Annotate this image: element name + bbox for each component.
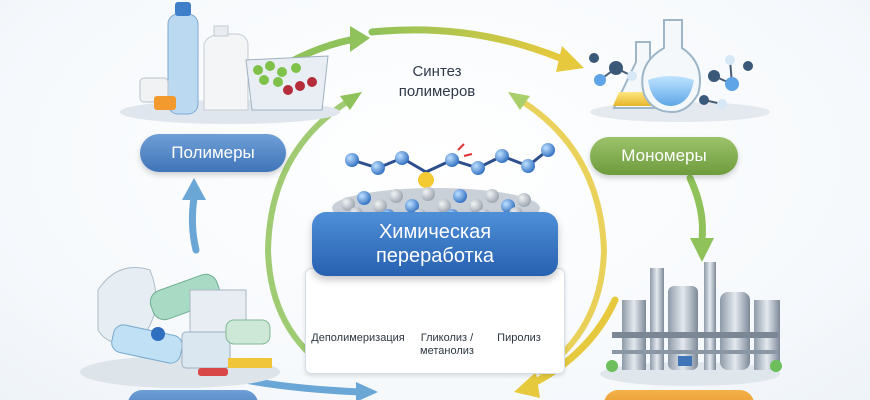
- node-monomers: Мономеры: [590, 137, 738, 175]
- synthesis-line2: полимеров: [398, 83, 476, 100]
- node-polymers-label: Полимеры: [171, 143, 255, 162]
- lab-flasks-icon: [589, 19, 770, 122]
- bottom-left-pill: [128, 390, 258, 400]
- bottom-right-pill: [604, 390, 754, 400]
- inner-arrow-right: [508, 92, 530, 110]
- synthesis-label: Синтез полимеров: [382, 62, 492, 102]
- polymer-chain-icon: [345, 143, 555, 188]
- method-glycolysis-line2: метанолиз: [420, 345, 474, 357]
- method-depolymerization-label: Деполимеризация: [311, 332, 405, 344]
- chemical-recycling-title: Химическая переработка: [312, 212, 558, 276]
- method-glycolysis-line1: Гликолиз /: [420, 332, 474, 344]
- title-line1: Химическая: [378, 221, 492, 243]
- method-glycolysis-label: Гликолиз / метанолиз: [404, 332, 490, 358]
- inner-cycle: [264, 97, 608, 375]
- node-monomers-label: Мономеры: [621, 146, 707, 165]
- inner-arrow-left: [340, 92, 362, 110]
- plastic-products-icon: [120, 2, 340, 124]
- method-pyrolysis-label: Пиролиз: [497, 332, 541, 344]
- chemical-plant-icon: [600, 262, 782, 386]
- arrow-heads: [182, 26, 714, 400]
- node-polymers: Полимеры: [140, 134, 286, 172]
- methods-panel: [305, 268, 565, 374]
- plastic-waste-icon: [80, 267, 280, 388]
- synthesis-line1: Синтез: [412, 63, 462, 80]
- title-line2: переработка: [375, 245, 495, 267]
